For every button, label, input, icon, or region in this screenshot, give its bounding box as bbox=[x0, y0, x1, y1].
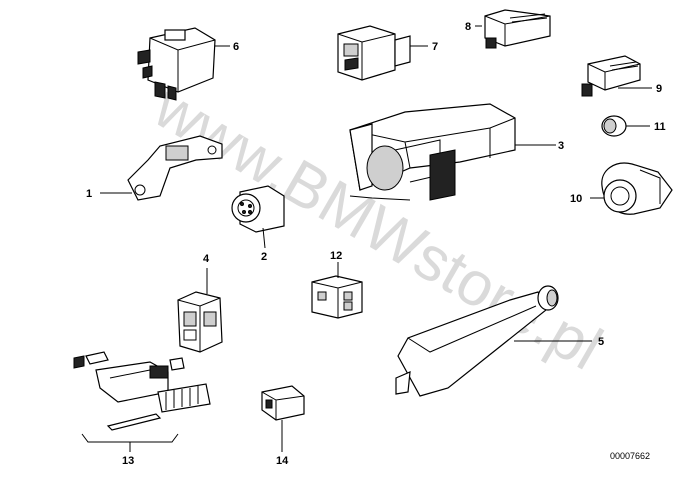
part-10-bulb-socket-drawing[interactable] bbox=[590, 162, 673, 215]
callout-12[interactable]: 12 bbox=[330, 250, 342, 262]
callout-4[interactable]: 4 bbox=[203, 253, 210, 265]
callout-14[interactable]: 14 bbox=[276, 455, 289, 467]
callout-7[interactable]: 7 bbox=[432, 41, 438, 53]
part-7-socket-drawing[interactable] bbox=[337, 25, 428, 81]
callout-8[interactable]: 8 bbox=[465, 21, 471, 33]
callout-10[interactable]: 10 bbox=[570, 193, 582, 205]
part-1-bracket-drawing[interactable] bbox=[100, 135, 223, 201]
part-3-housing-drawing[interactable] bbox=[349, 103, 556, 201]
diagram-code: 00007662 bbox=[610, 451, 650, 461]
part-11-round-socket-drawing[interactable] bbox=[601, 115, 650, 137]
part-4-connector-block-drawing[interactable] bbox=[177, 268, 223, 353]
part-5-long-housing-drawing[interactable] bbox=[395, 285, 592, 397]
callout-11[interactable]: 11 bbox=[654, 121, 666, 133]
part-13-terminals-drawing[interactable] bbox=[73, 351, 211, 452]
callout-9[interactable]: 9 bbox=[656, 83, 662, 95]
part-12-block-drawing[interactable] bbox=[311, 262, 363, 319]
callout-2[interactable]: 2 bbox=[261, 251, 267, 263]
callout-1[interactable]: 1 bbox=[86, 188, 92, 200]
callout-5[interactable]: 5 bbox=[598, 336, 604, 348]
part-6-relay-drawing[interactable] bbox=[137, 27, 230, 101]
callout-6[interactable]: 6 bbox=[233, 41, 239, 53]
callout-13[interactable]: 13 bbox=[122, 455, 134, 467]
callout-3[interactable]: 3 bbox=[558, 140, 564, 152]
part-14-plug-drawing[interactable] bbox=[261, 385, 305, 452]
part-9-plug-drawing[interactable] bbox=[581, 55, 652, 97]
part-2-round-socket-drawing[interactable] bbox=[231, 185, 285, 249]
part-8-connector-drawing[interactable] bbox=[475, 9, 551, 49]
